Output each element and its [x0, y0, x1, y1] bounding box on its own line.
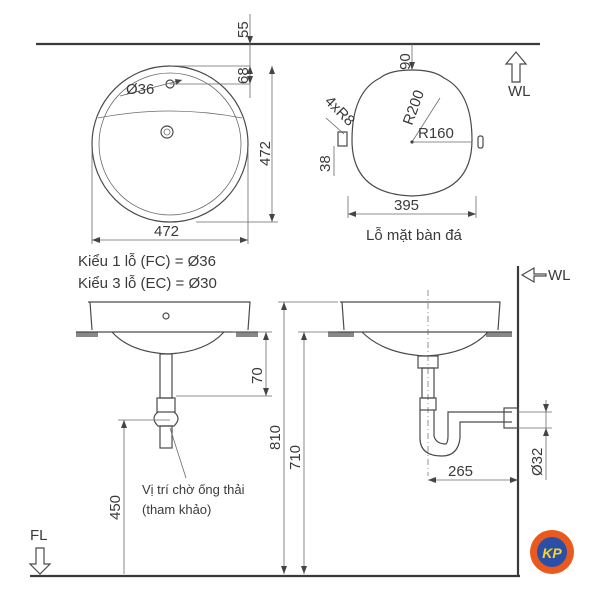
wall-flange	[503, 407, 519, 429]
tap-hole-elev	[162, 312, 170, 320]
arrow-395-l	[348, 211, 356, 217]
logo-inner	[537, 537, 567, 567]
corner-leader	[325, 117, 345, 135]
dim-395: 395	[394, 197, 419, 214]
wl-left-arrow-icon	[520, 266, 547, 284]
counter2-hatch-right	[486, 332, 512, 337]
dim-dia36: Ø36	[126, 81, 154, 98]
drain-elbow	[153, 411, 179, 427]
arrow-55	[247, 36, 253, 44]
p-trap-outer	[419, 410, 512, 457]
plan-view	[36, 14, 540, 244]
arrow-810-top	[281, 302, 287, 310]
arrow-710-bot	[301, 566, 307, 574]
dim-472-horizontal: 472	[154, 223, 179, 240]
arrow-472h-r	[240, 237, 248, 243]
drain-note-line-2: (tham khảo)	[142, 502, 211, 517]
basin-inner-rim	[98, 72, 242, 216]
arrow-472v-top	[269, 66, 275, 74]
dim-r160: R160	[418, 125, 454, 142]
dim-55: 55	[235, 21, 252, 38]
drain-tail	[159, 425, 173, 449]
basin2-top	[340, 301, 501, 331]
model-line-1: Kiểu 1 lỗ (FC) = Ø36	[78, 253, 216, 270]
dim-710: 710	[287, 445, 304, 470]
arrow-68a	[247, 66, 253, 74]
wl-label-top: WL	[508, 83, 531, 100]
counter2-hatch-left	[328, 332, 354, 337]
overflow-hole	[477, 135, 484, 149]
arrow-70-top	[263, 332, 269, 340]
arrow-32-bot	[543, 428, 549, 436]
dim-r200: R200	[400, 88, 428, 128]
cutout-outline	[351, 69, 473, 197]
dim-450: 450	[107, 495, 124, 520]
arrow-472h-l	[92, 237, 100, 243]
wl-up-arrow-icon	[504, 51, 528, 83]
fl-down-arrow-icon	[28, 547, 52, 575]
counter-hatch-left	[76, 332, 98, 337]
right-elevation	[278, 266, 552, 576]
wl-label-side: WL	[548, 267, 571, 284]
p-trap-inner	[433, 410, 512, 445]
dim-472-vertical: 472	[257, 141, 274, 166]
arrow-32-top	[543, 404, 549, 412]
counter-hatch-right	[236, 332, 258, 337]
arrow-810-bot	[281, 566, 287, 574]
dim-dia32: Ø32	[529, 448, 546, 476]
cutout-center	[410, 140, 414, 144]
r200-leader	[411, 97, 441, 143]
drain-note-line-1: Vị trí chờ ống thải	[142, 482, 245, 497]
brand-logo: KP	[530, 530, 574, 574]
dia36-arrow	[175, 79, 182, 85]
arrow-265-l	[428, 477, 436, 483]
dia36-leader	[119, 79, 183, 97]
model-line-2: Kiểu 3 lỗ (EC) = Ø30	[78, 275, 217, 292]
cutout-caption: Lỗ mặt bàn đá	[366, 227, 463, 244]
arrow-472v-bot	[269, 214, 275, 222]
drain-inner	[163, 128, 171, 136]
dim-38: 38	[317, 155, 334, 172]
arrow-450-top	[121, 420, 127, 428]
drain-pipe	[159, 353, 173, 399]
bracket-detail	[337, 131, 348, 147]
arrow-90	[409, 62, 415, 70]
dim-265: 265	[448, 463, 473, 480]
trap-nut	[419, 397, 437, 411]
basin2-bowl	[361, 331, 489, 357]
drain-note-leader	[169, 427, 187, 479]
arrow-265-r	[510, 477, 518, 483]
logo-text: KP	[542, 545, 562, 561]
dim-90: 90	[397, 53, 414, 70]
basin-bowl	[111, 331, 225, 355]
drain-hole	[160, 125, 174, 139]
basin-deck-edge	[97, 110, 243, 119]
basin-top	[88, 301, 251, 331]
arrow-395-r	[468, 211, 476, 217]
arrow-68b	[247, 76, 253, 84]
dim-810: 810	[267, 425, 284, 450]
left-elevation	[76, 301, 272, 574]
dim-68: 68	[235, 67, 252, 84]
arrow-70-bot	[263, 388, 269, 396]
arrow-710-top	[301, 332, 307, 340]
drain-nut	[156, 397, 176, 413]
cutout-view	[325, 44, 528, 218]
basin-outer-rim	[91, 65, 249, 223]
fl-label: FL	[30, 527, 48, 544]
dim-70: 70	[249, 367, 266, 384]
